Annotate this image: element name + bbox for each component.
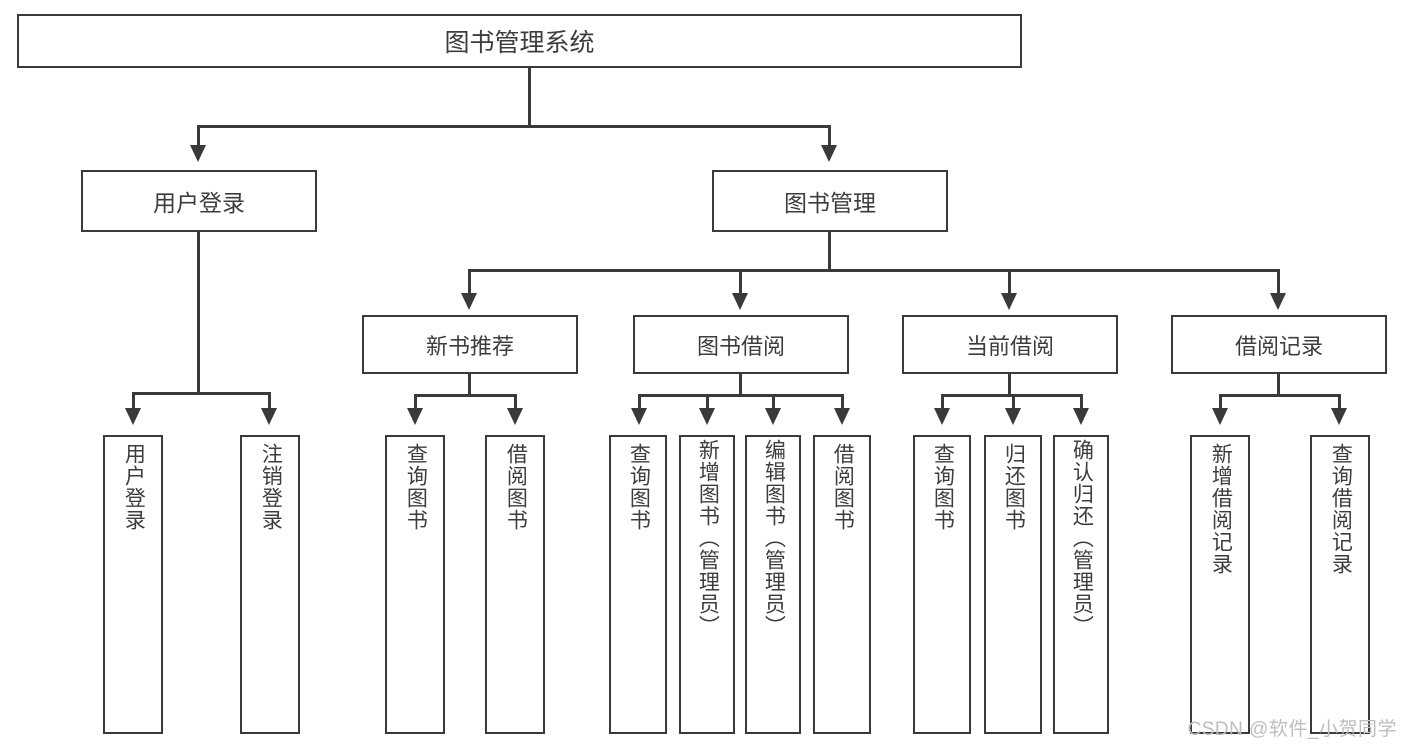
leaf-add-borrow-record-label: 新增借阅记录	[1209, 443, 1233, 575]
leaf-confirm-return-admin-label: 确认归还（管理员）	[1070, 439, 1094, 637]
connector-bm-to-current-borrow	[1008, 269, 1011, 295]
connector-current-borrow-stem	[1008, 374, 1011, 397]
node-user-login[interactable]: 用户登录	[81, 170, 317, 232]
connector-root-to-user-login	[197, 125, 200, 147]
connector-user-login-bus	[132, 392, 270, 395]
node-new-book-recommend-label: 新书推荐	[425, 333, 514, 359]
leaf-query-book-recommend[interactable]: 查询图书	[385, 435, 445, 734]
connector-root-stem	[528, 68, 531, 127]
arrow-bm-to-new-book	[461, 293, 477, 310]
arrow-current-borrow-leaf-2	[1005, 408, 1021, 425]
connector-book-borrow-drop-4	[841, 394, 844, 410]
arrow-borrow-record-leaf-2	[1331, 408, 1347, 425]
arrow-bm-to-borrow-record	[1270, 293, 1286, 310]
leaf-add-borrow-record[interactable]: 新增借阅记录	[1190, 435, 1250, 734]
connector-borrow-record-drop-1	[1219, 394, 1222, 410]
leaf-add-book-admin[interactable]: 新增图书（管理员）	[679, 435, 735, 734]
leaf-edit-book-admin[interactable]: 编辑图书（管理员）	[745, 435, 801, 734]
connector-new-book-drop-2	[514, 394, 517, 410]
node-borrow-record-label: 借阅记录	[1234, 333, 1323, 359]
connector-new-book-stem	[468, 374, 471, 397]
connector-borrow-record-bus	[1219, 394, 1341, 397]
connector-book-borrow-bus	[638, 394, 843, 397]
arrow-borrow-record-leaf-1	[1212, 408, 1228, 425]
connector-new-book-bus	[414, 394, 517, 397]
connector-borrow-record-drop-2	[1338, 394, 1341, 410]
arrow-bm-to-current-borrow	[1001, 293, 1017, 310]
node-book-borrow[interactable]: 图书借阅	[633, 315, 849, 374]
leaf-user-login-label: 用户登录	[122, 443, 146, 531]
arrow-current-borrow-leaf-3	[1073, 408, 1089, 425]
leaf-return-book-label: 归还图书	[1002, 443, 1026, 531]
arrow-current-borrow-leaf-1	[934, 408, 950, 425]
connector-user-login-drop-2	[268, 392, 271, 410]
connector-new-book-drop-1	[414, 394, 417, 410]
leaf-query-book-current-label: 查询图书	[931, 443, 955, 531]
node-root[interactable]: 图书管理系统	[17, 14, 1022, 68]
connector-current-borrow-drop-2	[1012, 394, 1015, 410]
node-borrow-record[interactable]: 借阅记录	[1171, 315, 1387, 374]
node-book-manage-label: 图书管理	[784, 190, 876, 216]
node-user-login-label: 用户登录	[153, 190, 245, 216]
leaf-confirm-return-admin[interactable]: 确认归还（管理员）	[1053, 435, 1109, 734]
node-book-borrow-label: 图书借阅	[696, 333, 785, 359]
leaf-query-book-borrow[interactable]: 查询图书	[609, 435, 667, 734]
leaf-edit-book-admin-label: 编辑图书（管理员）	[762, 439, 786, 637]
leaf-query-book-recommend-label: 查询图书	[404, 443, 428, 531]
node-current-borrow-label: 当前借阅	[965, 333, 1054, 359]
connector-current-borrow-drop-1	[941, 394, 944, 410]
connector-book-borrow-drop-3	[772, 394, 775, 410]
node-book-manage[interactable]: 图书管理	[712, 170, 948, 232]
node-current-borrow[interactable]: 当前借阅	[902, 315, 1118, 374]
connector-book-borrow-drop-1	[638, 394, 641, 410]
arrow-user-login-leaf-2	[261, 408, 277, 425]
connector-current-borrow-bus	[941, 394, 1080, 397]
arrow-root-to-book-manage	[821, 145, 837, 162]
connector-borrow-record-stem	[1277, 374, 1280, 397]
leaf-borrow-book-borrow-label: 借阅图书	[831, 443, 855, 531]
leaf-user-login[interactable]: 用户登录	[103, 435, 163, 734]
arrow-book-borrow-leaf-4	[834, 408, 850, 425]
arrow-new-book-leaf-2	[507, 408, 523, 425]
connector-book-manage-bus	[468, 269, 1280, 272]
connector-root-bus	[197, 125, 831, 128]
leaf-borrow-book-recommend-label: 借阅图书	[504, 443, 528, 531]
node-root-label: 图书管理系统	[444, 29, 595, 57]
connector-current-borrow-drop-3	[1080, 394, 1083, 410]
watermark: CSDN @软件_小贺同学	[1187, 719, 1397, 740]
arrow-book-borrow-leaf-1	[631, 408, 647, 425]
connector-root-to-book-manage	[828, 125, 831, 147]
arrow-book-borrow-leaf-2	[699, 408, 715, 425]
arrow-user-login-leaf-1	[125, 408, 141, 425]
arrow-book-borrow-leaf-3	[765, 408, 781, 425]
connector-bm-to-book-borrow	[739, 269, 742, 295]
leaf-logout[interactable]: 注销登录	[240, 435, 300, 734]
connector-book-borrow-stem	[739, 374, 742, 397]
connector-book-borrow-drop-2	[706, 394, 709, 410]
connector-book-manage-stem	[828, 232, 831, 271]
node-new-book-recommend[interactable]: 新书推荐	[362, 315, 578, 374]
leaf-add-book-admin-label: 新增图书（管理员）	[696, 439, 720, 637]
leaf-borrow-book-borrow[interactable]: 借阅图书	[813, 435, 871, 734]
leaf-query-borrow-record[interactable]: 查询借阅记录	[1310, 435, 1370, 734]
leaf-borrow-book-recommend[interactable]: 借阅图书	[485, 435, 545, 734]
arrow-bm-to-book-borrow	[732, 293, 748, 310]
connector-user-login-stem	[197, 232, 200, 395]
leaf-query-borrow-record-label: 查询借阅记录	[1329, 443, 1353, 575]
leaf-query-book-borrow-label: 查询图书	[627, 443, 651, 531]
connector-user-login-drop-1	[132, 392, 135, 410]
leaf-return-book[interactable]: 归还图书	[984, 435, 1042, 734]
connector-bm-to-borrow-record	[1277, 269, 1280, 295]
leaf-query-book-current[interactable]: 查询图书	[913, 435, 971, 734]
leaf-logout-label: 注销登录	[259, 443, 283, 531]
arrow-new-book-leaf-1	[407, 408, 423, 425]
connector-bm-to-new-book	[468, 269, 471, 295]
arrow-root-to-user-login	[190, 145, 206, 162]
